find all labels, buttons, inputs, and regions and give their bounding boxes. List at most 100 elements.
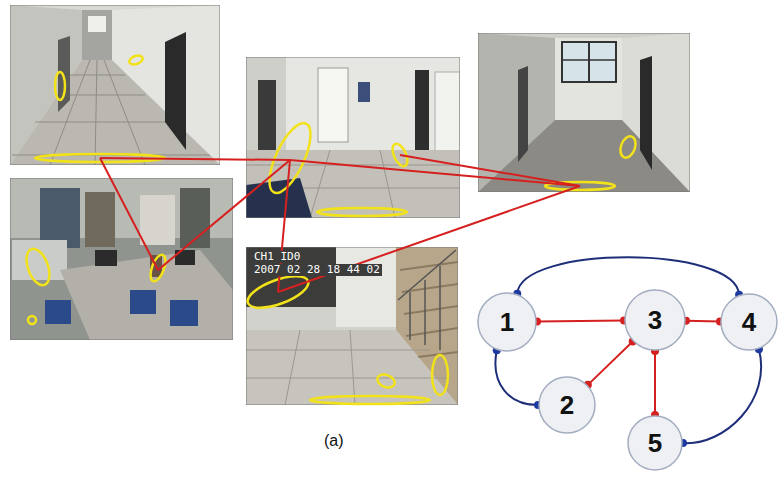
photo-detail [10,178,233,340]
transition-line [686,320,720,323]
photo-detail [398,250,456,350]
photo-detail [40,188,80,248]
photo-detail [88,16,106,32]
photo-detail [95,60,97,165]
photo-detail [10,5,220,165]
region-ellipse [28,316,36,324]
camera-node: 2 [538,376,596,434]
stairs-photo [246,247,458,405]
transition-line [537,320,624,321]
photo-detail [246,350,430,351]
region-ellipse [317,208,407,216]
photo-detail [246,178,312,218]
node-number: 2 [560,392,574,418]
camera-node: 5 [627,415,683,471]
photo-detail [409,292,411,340]
photo-detail [478,120,690,192]
hall-photo [246,57,460,218]
office-photo [10,178,233,340]
photo-detail [170,300,198,326]
region-ellipse [310,396,430,404]
photo-detail [246,330,458,405]
photo-detail [246,247,458,405]
photo-detail [82,10,112,60]
photo-detail [10,5,220,165]
photo-detail [318,68,348,142]
region-ellipse [618,134,639,159]
photo-detail [10,178,233,340]
transition-line [654,351,656,415]
node-number: 4 [742,309,756,335]
photo-detail [406,328,458,336]
photo-detail [478,33,690,192]
photo-detail [350,330,355,405]
region-ellipses [22,54,638,404]
photo-detail [70,75,125,76]
photo-detail [478,33,690,192]
correspondence-line [400,155,580,186]
photo-detail [95,250,117,266]
photo-detail [404,306,458,314]
photo-detail [246,57,460,218]
photo-detail [165,32,186,150]
photo-detail [246,57,460,218]
photo-detail [400,262,458,270]
photo-detail [555,38,622,120]
photo-detail [400,262,458,358]
node-outline [625,290,685,350]
photo-detail [336,247,396,327]
adjacency-curve [683,349,761,443]
photo-detail [246,330,450,405]
photo-detail [10,60,220,165]
region-ellipse [22,246,54,289]
node-outline [628,416,682,470]
window-corridor-photo [478,33,690,192]
photo-detail [358,82,370,102]
photo-detail [398,250,456,300]
node-outline [478,293,536,351]
camera-node: 3 [624,289,686,351]
photo-detail [60,250,233,340]
photo-detail [45,300,71,324]
correspondence-line [100,158,158,270]
photo-detail [402,284,458,292]
adjacency-curve [495,350,538,405]
correspondence-line [290,160,580,186]
node-number: 5 [648,430,662,456]
region-ellipse [432,355,448,395]
correspondence-lines [100,155,580,292]
figure-caption-mark: (a) [322,432,346,450]
timestamp-overlay: CH1 ID0 [252,251,302,263]
camera-node: 1 [477,292,537,352]
photo-detail [424,280,426,345]
correspondence-line [100,158,290,160]
region-ellipse [375,372,396,389]
node-outline [721,294,777,350]
photo-detail [518,66,528,162]
node-number: 3 [648,307,662,333]
photo-detail [588,42,590,82]
region-ellipse [261,118,318,199]
photo-detail [246,378,450,379]
photo-detail [285,330,300,405]
photo-detail [562,59,616,61]
adjacency-curve [517,257,739,294]
camera-node: 4 [720,293,778,351]
transition-line [588,342,633,385]
node-outline [539,377,595,433]
photo-detail [35,122,172,123]
photo-detail [246,247,458,405]
photo-detail [310,150,330,218]
photo-detail [640,56,652,170]
correspondence-line [278,186,580,292]
photo-detail [104,60,145,165]
photo-detail [439,266,441,350]
photo-detail [140,195,175,245]
photo-detail [85,192,115,247]
timestamp-overlay: 2007 02 28 18 44 02 [252,264,382,276]
photo-detail [12,240,67,280]
node-number: 1 [500,309,514,335]
photo-detail [130,290,156,314]
